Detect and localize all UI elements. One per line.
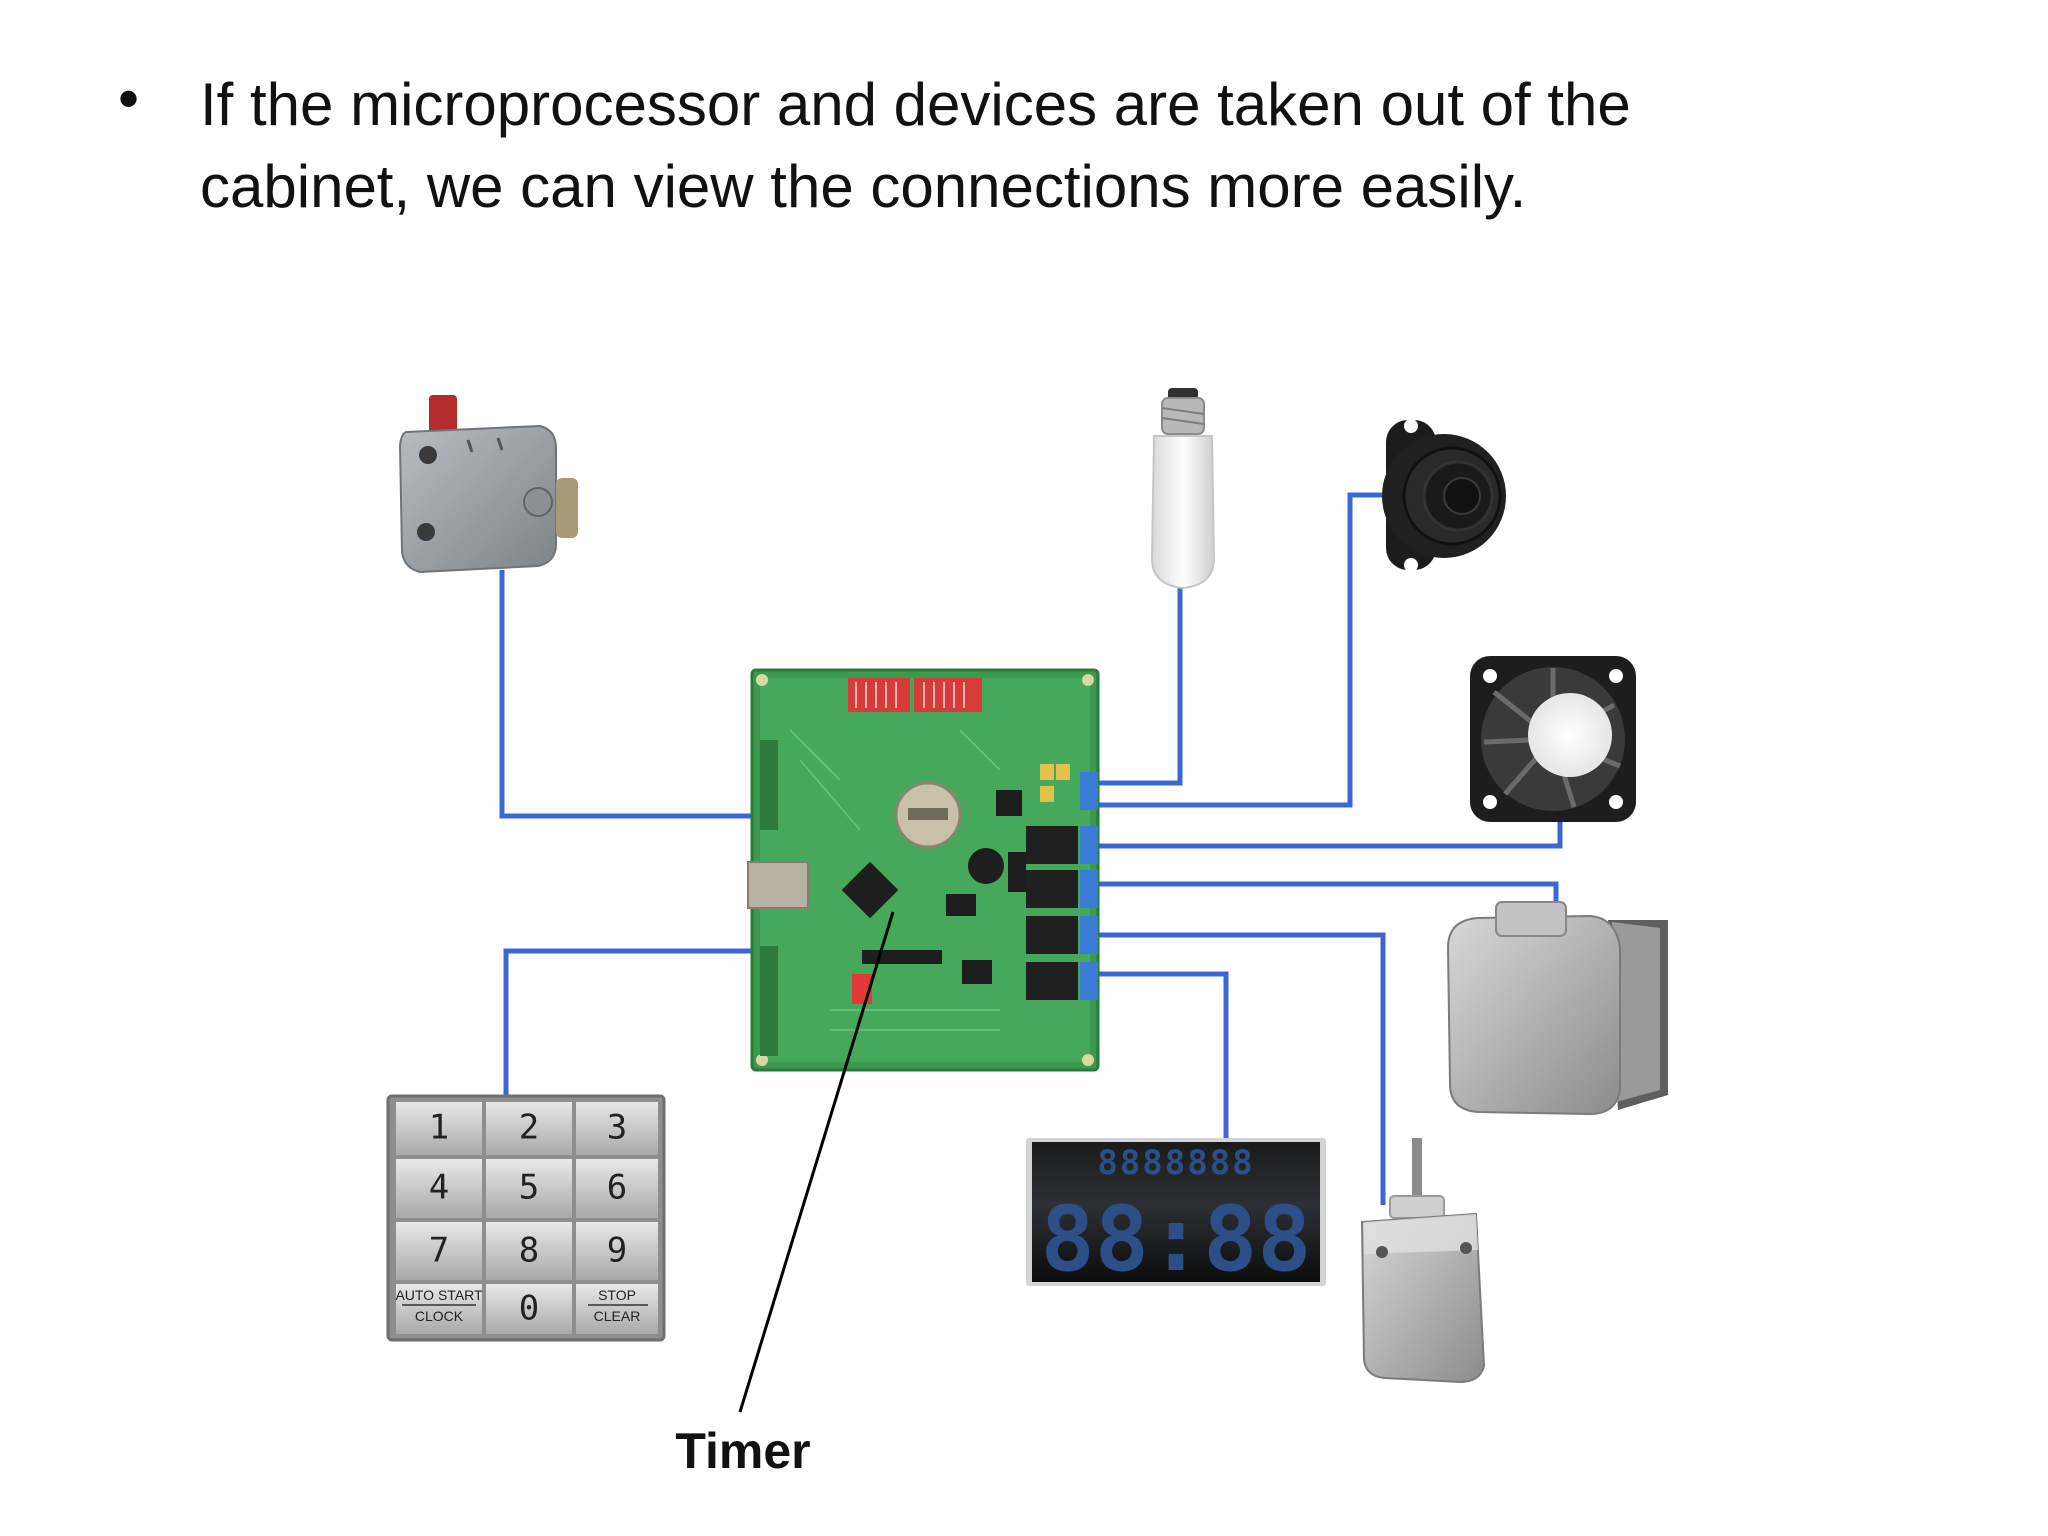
magnetron-icon <box>1446 901 1668 1116</box>
key-6: 6 <box>607 1168 627 1208</box>
wire-keypad <box>503 948 752 1095</box>
display-time: 88:88 <box>1041 1187 1312 1292</box>
timer-label: Timer <box>675 1423 810 1479</box>
slide-text-line-2: cabinet, we can view the connections mor… <box>200 153 1527 220</box>
bullet-point: • <box>118 65 140 132</box>
lamp-bulb-icon <box>1150 388 1216 590</box>
door-switch-icon <box>398 395 578 574</box>
key-0: 0 <box>519 1289 539 1329</box>
key-clock: CLOCK <box>415 1308 464 1324</box>
wire-buzzer <box>1098 492 1398 808</box>
timer-callout-line <box>738 911 895 1413</box>
key-1: 1 <box>429 1108 449 1148</box>
wire-fan <box>1098 815 1563 849</box>
key-2: 2 <box>519 1108 539 1148</box>
slide-text: If the microprocessor and devices are ta… <box>200 64 1850 228</box>
wire-magnetron <box>1098 881 1559 912</box>
wire-motor <box>1098 932 1386 1205</box>
key-3: 3 <box>607 1108 627 1148</box>
buzzer-icon <box>1382 419 1506 572</box>
key-8: 8 <box>519 1231 539 1271</box>
key-4: 4 <box>429 1168 449 1208</box>
fan-motor-icon <box>1360 1138 1486 1384</box>
key-7: 7 <box>429 1231 449 1271</box>
key-5: 5 <box>519 1168 539 1208</box>
key-auto-start: AUTO START <box>395 1287 483 1303</box>
keypad-icon: 1 2 3 4 5 6 7 8 9 AUTO START CLOCK 0 STO… <box>386 1094 666 1342</box>
key-clear: CLEAR <box>594 1308 641 1324</box>
wire-display <box>1098 971 1229 1138</box>
key-9: 9 <box>607 1231 627 1271</box>
wire-door-switch <box>499 570 752 819</box>
microprocessor-board-icon <box>747 668 1100 1072</box>
wire-lamp <box>1098 585 1183 786</box>
display-top-digits: 8888888 <box>1097 1143 1254 1183</box>
cooling-fan-icon <box>1470 656 1636 822</box>
led-display-icon: 8888888 88:88 <box>1026 1138 1326 1292</box>
key-stop: STOP <box>598 1287 636 1303</box>
slide-text-line-1: If the microprocessor and devices are ta… <box>200 71 1631 138</box>
